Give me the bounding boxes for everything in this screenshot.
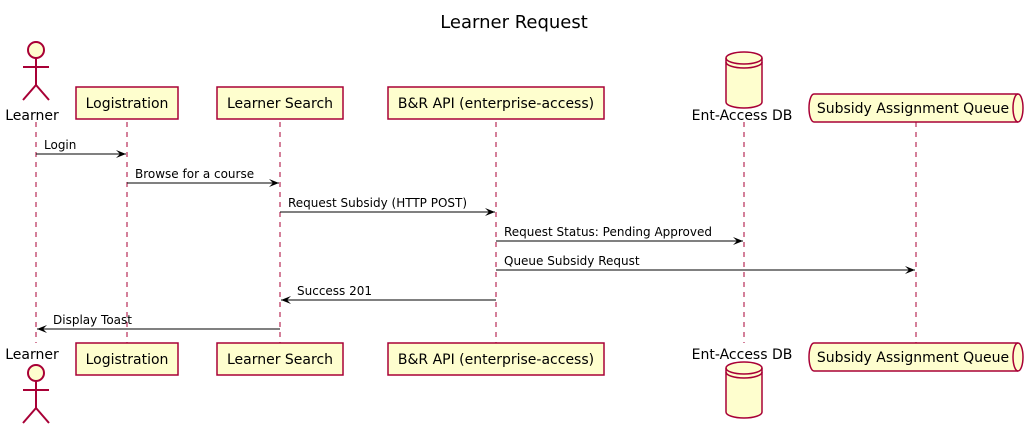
arrowhead bbox=[116, 150, 126, 158]
participant-label: Learner Search bbox=[227, 96, 333, 112]
participant-label: B&R API (enterprise-access) bbox=[398, 352, 594, 368]
message-arrow: Login bbox=[36, 138, 126, 158]
message-label: Request Status: Pending Approved bbox=[504, 225, 712, 239]
message-arrow: Success 201 bbox=[281, 284, 496, 304]
participant-box-br_api-bottom: B&R API (enterprise-access) bbox=[387, 342, 605, 376]
arrowhead bbox=[905, 266, 915, 274]
participant-label: Learner Search bbox=[227, 352, 333, 368]
arrowhead bbox=[37, 325, 47, 333]
diagram-title: Learner Request bbox=[440, 12, 588, 33]
database-label: Ent-Access DB bbox=[692, 347, 793, 363]
message-label: Success 201 bbox=[297, 284, 372, 298]
participant-box-br_api-top: B&R API (enterprise-access) bbox=[387, 86, 605, 120]
message-arrow: Display Toast bbox=[37, 313, 280, 333]
message-label: Login bbox=[44, 138, 76, 152]
database-label: Ent-Access DB bbox=[692, 108, 793, 124]
participant-label: Logistration bbox=[86, 96, 169, 112]
message-label: Request Subsidy (HTTP POST) bbox=[288, 196, 467, 210]
arrowhead bbox=[733, 237, 743, 245]
message-arrow: Queue Subsidy Requst bbox=[496, 254, 915, 274]
participant-box-logistration-top: Logistration bbox=[75, 86, 179, 120]
message-label: Display Toast bbox=[53, 313, 132, 327]
message-label: Browse for a course bbox=[135, 167, 254, 181]
arrowhead bbox=[269, 179, 279, 187]
lifelines bbox=[35, 122, 917, 343]
participant-box-learner_search-top: Learner Search bbox=[216, 86, 344, 120]
arrowhead bbox=[281, 296, 291, 304]
queue-subsidy_queue-top: Subsidy Assignment Queue bbox=[808, 93, 1024, 123]
queue-label: Subsidy Assignment Queue bbox=[817, 101, 1009, 117]
queue-subsidy_queue-bottom: Subsidy Assignment Queue bbox=[808, 342, 1024, 372]
participant-box-logistration-bottom: Logistration bbox=[75, 342, 179, 376]
message-label: Queue Subsidy Requst bbox=[504, 254, 640, 268]
actor-top: Learner bbox=[5, 41, 59, 124]
participants: LearnerLearnerLogistrationLogistrationLe… bbox=[5, 41, 1024, 424]
participant-label: B&R API (enterprise-access) bbox=[398, 96, 594, 112]
queue-label: Subsidy Assignment Queue bbox=[817, 350, 1009, 366]
actor-label-top: Learner bbox=[5, 108, 59, 124]
database-ent_access_db-top: Ent-Access DB bbox=[692, 51, 793, 124]
participant-label: Logistration bbox=[86, 352, 169, 368]
actor-label-bottom: Learner bbox=[5, 347, 59, 363]
message-arrow: Request Status: Pending Approved bbox=[496, 225, 743, 245]
participant-box-learner_search-bottom: Learner Search bbox=[216, 342, 344, 376]
database-ent_access_db-bottom: Ent-Access DB bbox=[692, 347, 793, 419]
message-arrow: Request Subsidy (HTTP POST) bbox=[280, 196, 495, 216]
actor-bottom: Learner bbox=[5, 347, 59, 424]
message-arrow: Browse for a course bbox=[127, 167, 279, 187]
arrowhead bbox=[485, 208, 495, 216]
